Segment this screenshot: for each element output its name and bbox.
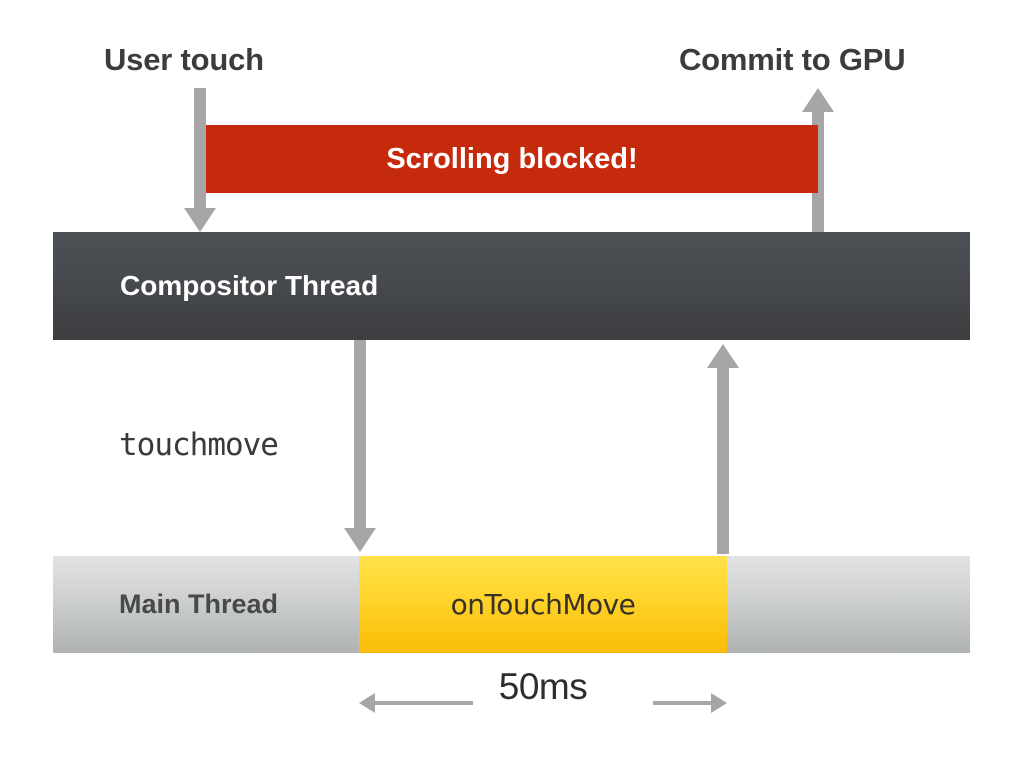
scrolling-blocked-label: Scrolling blocked! [386, 142, 638, 175]
touchmove-event-label: touchmove [119, 427, 279, 463]
ontouchmove-task-label: onTouchMove [450, 588, 636, 621]
arrow-shaft [354, 340, 366, 530]
scrolling-blocked-bar: Scrolling blocked! [206, 125, 818, 193]
arrow-shaft [717, 368, 729, 554]
compositor-thread-label: Compositor Thread [120, 270, 379, 301]
arrow-head-up-icon [802, 88, 834, 112]
arrow-shaft [194, 88, 206, 210]
duration-value-label: 50ms [498, 666, 588, 707]
measure-line-right [653, 701, 713, 705]
ontouchmove-task-block: onTouchMove [359, 556, 727, 653]
arrow-head-down-icon [184, 208, 216, 232]
measure-arrow-left-icon [359, 693, 375, 713]
duration-measure: 50ms [359, 666, 727, 720]
measure-arrow-right-icon [711, 693, 727, 713]
measure-line-left [373, 701, 473, 705]
commit-to-gpu-label: Commit to GPU [679, 42, 906, 77]
user-touch-label: User touch [104, 42, 264, 77]
arrow-head-down-icon [344, 528, 376, 552]
arrow-head-up-icon [707, 344, 739, 368]
compositor-thread-lane: Compositor Thread [53, 232, 970, 340]
main-thread-label: Main Thread [119, 589, 279, 619]
